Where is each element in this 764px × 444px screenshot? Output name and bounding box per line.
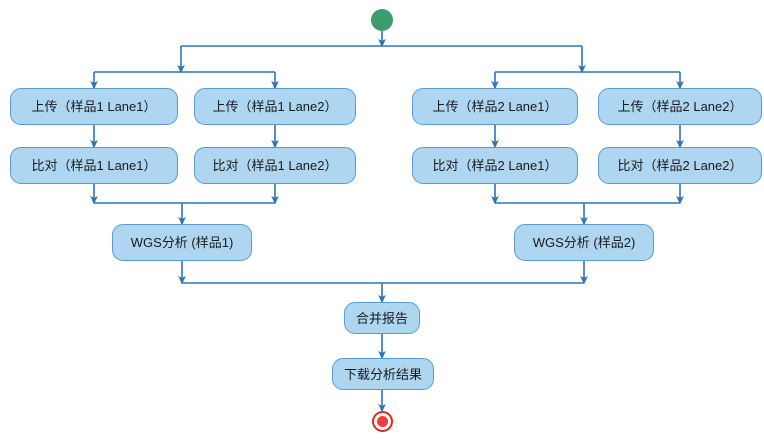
start-node xyxy=(371,9,393,31)
activity-node-merge-report[interactable]: 合并报告 xyxy=(344,302,420,334)
node-label: 比对（样品1 Lane1） xyxy=(31,158,157,173)
activity-node-compare-s2-l2[interactable]: 比对（样品2 Lane2） xyxy=(598,147,762,184)
end-node-center xyxy=(377,416,388,427)
node-label: 比对（样品2 Lane1） xyxy=(432,158,558,173)
node-label: 下载分析结果 xyxy=(343,366,422,382)
node-label: 上传（样品1 Lane2） xyxy=(212,99,338,114)
activity-node-compare-s1-l1[interactable]: 比对（样品1 Lane1） xyxy=(10,147,178,184)
activity-node-compare-s1-l2[interactable]: 比对（样品1 Lane2） xyxy=(194,147,356,184)
activity-node-wgs-s1[interactable]: WGS分析 (样品1) xyxy=(112,224,252,261)
node-label: WGS分析 (样品1) xyxy=(130,235,234,250)
activity-node-download[interactable]: 下载分析结果 xyxy=(332,358,434,390)
activity-node-upload-s1-l2[interactable]: 上传（样品1 Lane2） xyxy=(194,88,356,125)
activity-node-compare-s2-l1[interactable]: 比对（样品2 Lane1） xyxy=(412,147,578,184)
node-label: 上传（样品2 Lane2） xyxy=(617,99,743,114)
node-label: 比对（样品2 Lane2） xyxy=(617,158,743,173)
activity-node-wgs-s2[interactable]: WGS分析 (样品2) xyxy=(514,224,654,261)
node-label: 上传（样品2 Lane1） xyxy=(432,99,558,114)
activity-node-upload-s2-l2[interactable]: 上传（样品2 Lane2） xyxy=(598,88,762,125)
end-node xyxy=(372,411,393,432)
node-label: WGS分析 (样品2) xyxy=(532,235,636,250)
activity-node-upload-s2-l1[interactable]: 上传（样品2 Lane1） xyxy=(412,88,578,125)
node-label: 比对（样品1 Lane2） xyxy=(212,158,338,173)
activity-node-upload-s1-l1[interactable]: 上传（样品1 Lane1） xyxy=(10,88,178,125)
node-label: 合并报告 xyxy=(355,310,408,326)
node-label: 上传（样品1 Lane1） xyxy=(31,99,157,114)
